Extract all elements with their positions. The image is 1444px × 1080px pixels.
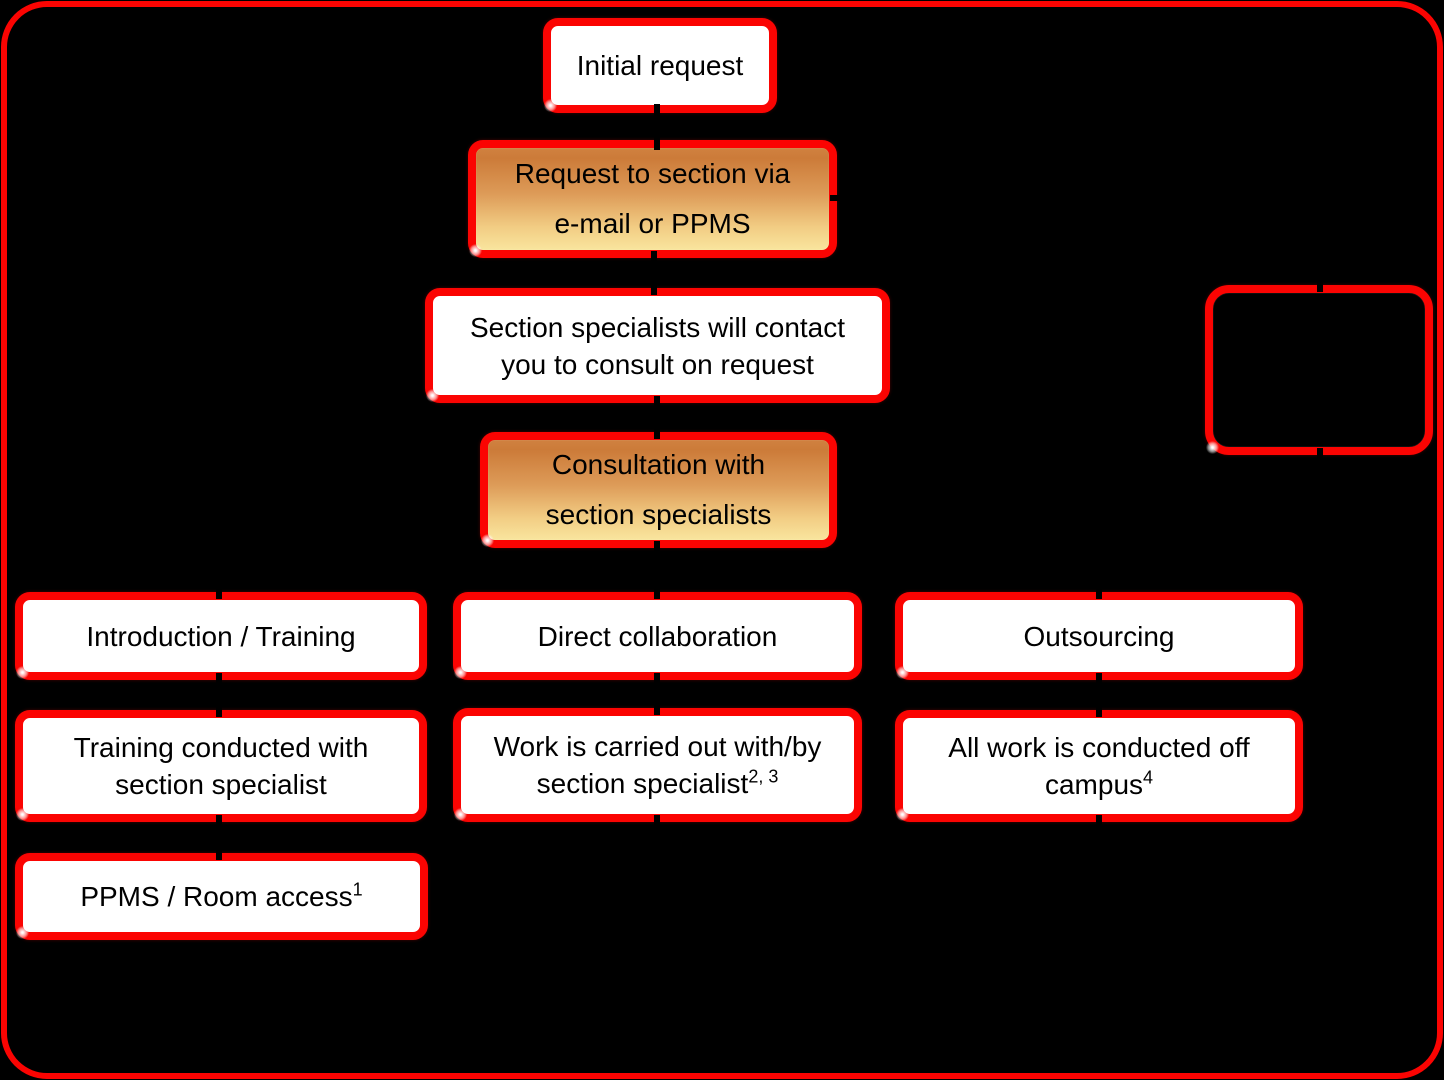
node-label-line: PPMS / Room access1 — [80, 878, 362, 915]
node-label-line: campus4 — [1045, 766, 1153, 803]
footnote-ref: 2, 3 — [748, 766, 779, 787]
connector-collab-work — [654, 673, 660, 715]
node-label-line: e-mail or PPMS — [554, 208, 751, 239]
node-label-line: Request to section via — [514, 158, 791, 189]
node-all-work-off-campus: All work is conducted off campus4 — [895, 710, 1303, 822]
node-ppms-room-access: PPMS / Room access1 — [15, 853, 428, 940]
connector-initial-request — [654, 104, 660, 150]
node-outsourcing: Outsourcing — [895, 592, 1303, 680]
connector-intro-training — [216, 673, 222, 717]
connector-training-ppms — [216, 815, 222, 860]
node-label-line: section specialist2, 3 — [537, 765, 779, 802]
node-label: Initial request — [576, 50, 744, 81]
node-specialists-contact: Section specialists will contact you to … — [425, 288, 890, 403]
node-label-text: campus — [1044, 769, 1144, 800]
connector-request-contact — [651, 251, 657, 295]
connector-offcampus-bottom-tick — [1096, 815, 1102, 832]
connector-branch-intro — [216, 570, 222, 599]
connector-branch-horizontal — [216, 570, 1102, 576]
node-label-text: PPMS / Room access — [80, 881, 353, 912]
node-empty-placeholder — [1205, 285, 1433, 455]
connector-request-side-tick — [830, 195, 851, 201]
connector-work-bottom-tick — [654, 815, 660, 832]
footnote-ref: 1 — [352, 879, 363, 900]
connector-empty-bottom-tick — [1317, 448, 1323, 463]
connector-empty-top-tick — [1317, 277, 1323, 292]
node-label-line: Work is carried out with/by — [493, 731, 822, 762]
node-label-line: section specialists — [545, 499, 772, 530]
node-label-line: Training conducted with — [73, 732, 369, 763]
connector-branch-outsource — [1096, 570, 1102, 599]
node-introduction-training: Introduction / Training — [15, 592, 427, 680]
node-request-to-section: Request to section via e-mail or PPMS — [468, 140, 837, 258]
node-label-line: Section specialists will contact — [469, 311, 846, 343]
node-label-text: section specialist — [536, 768, 749, 799]
node-label: Direct collaboration — [537, 620, 778, 652]
connector-contact-consult — [654, 396, 660, 439]
node-initial-request: Initial request — [543, 18, 777, 113]
node-consultation: Consultation with section specialists — [480, 432, 837, 548]
node-label: Introduction / Training — [86, 620, 356, 652]
connector-outsource-offcampus — [1096, 673, 1102, 717]
footnote-ref: 4 — [1143, 767, 1154, 788]
node-label-line: All work is conducted off — [948, 732, 1250, 763]
node-label-line: Consultation with — [551, 449, 766, 480]
node-direct-collaboration: Direct collaboration — [453, 592, 862, 680]
node-label-line: you to consult on request — [501, 348, 814, 380]
node-label-line: section specialist — [115, 769, 327, 800]
node-training-conducted: Training conducted with section speciali… — [15, 710, 427, 822]
node-work-carried-out: Work is carried out with/by section spec… — [453, 708, 862, 822]
node-label: Outsourcing — [1023, 620, 1175, 652]
